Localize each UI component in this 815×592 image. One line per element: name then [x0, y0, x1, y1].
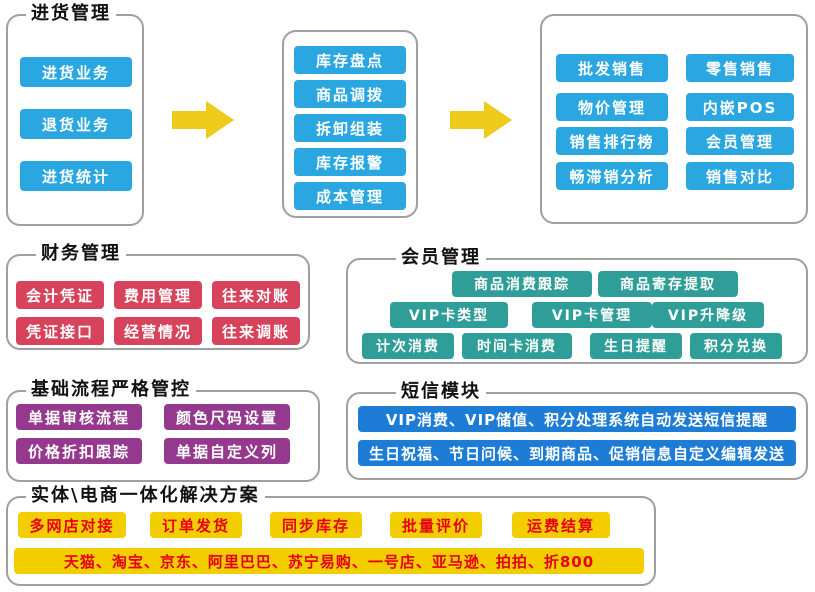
sales-right-1: 内嵌POS — [686, 93, 794, 121]
sales-left-1: 物价管理 — [556, 93, 668, 121]
ecommerce-item-2: 同步库存 — [270, 512, 362, 538]
sales-right-3: 销售对比 — [686, 162, 794, 190]
process-item-3: 单据自定义列 — [164, 438, 290, 464]
ecommerce-item-4: 运费结算 — [512, 512, 610, 538]
ecommerce-item-1: 订单发货 — [150, 512, 242, 538]
process-item-2: 价格折扣跟踪 — [16, 438, 142, 464]
sales-left-3: 畅滞销分析 — [556, 162, 668, 190]
purchase-item-2: 进货统计 — [20, 161, 132, 191]
sales-right-2: 会员管理 — [686, 127, 794, 155]
member-row3-0: 计次消费 — [362, 333, 454, 359]
sms-line-1: 生日祝福、节日问候、到期商品、促销信息自定义编辑发送 — [358, 440, 796, 466]
member-title: 会员管理 — [396, 247, 486, 268]
process-item-0: 单据审核流程 — [16, 404, 142, 430]
inventory-item-0: 库存盘点 — [294, 46, 406, 74]
inventory-item-2: 拆卸组装 — [294, 114, 406, 142]
member-row3-2: 生日提醒 — [590, 333, 682, 359]
finance-item-1: 费用管理 — [114, 281, 202, 309]
member-row2-1: VIP卡管理 — [532, 302, 652, 328]
finance-title: 财务管理 — [36, 243, 126, 264]
sales-left-2: 销售排行榜 — [556, 127, 668, 155]
arrow-right-icon — [172, 101, 234, 139]
purchase-item-1: 退货业务 — [20, 109, 132, 139]
member-row3-3: 积分兑换 — [690, 333, 782, 359]
ecommerce-item-3: 批量评价 — [390, 512, 482, 538]
inventory-item-1: 商品调拨 — [294, 80, 406, 108]
ecommerce-platforms: 天猫、淘宝、京东、阿里巴巴、苏宁易购、一号店、亚马逊、拍拍、折800 — [14, 548, 644, 574]
finance-item-2: 往来对账 — [212, 281, 300, 309]
member-row3-1: 时间卡消费 — [462, 333, 572, 359]
finance-item-3: 凭证接口 — [16, 317, 104, 345]
sales-left-0: 批发销售 — [556, 54, 668, 82]
purchase-title: 进货管理 — [26, 3, 116, 24]
purchase-item-0: 进货业务 — [20, 57, 132, 87]
arrow-right-icon — [450, 101, 512, 139]
sales-right-0: 零售销售 — [686, 54, 794, 82]
member-row1-1: 商品寄存提取 — [598, 271, 738, 297]
ecommerce-title: 实体\电商一体化解决方案 — [26, 485, 265, 506]
member-row2-0: VIP卡类型 — [390, 302, 508, 328]
member-row1-0: 商品消费跟踪 — [452, 271, 592, 297]
ecommerce-item-0: 多网店对接 — [18, 512, 126, 538]
sms-title: 短信模块 — [396, 381, 486, 402]
finance-item-4: 经营情况 — [114, 317, 202, 345]
inventory-item-3: 库存报警 — [294, 148, 406, 176]
finance-item-0: 会计凭证 — [16, 281, 104, 309]
process-item-1: 颜色尺码设置 — [164, 404, 290, 430]
member-row2-2: VIP升降级 — [652, 302, 764, 328]
process-title: 基础流程严格管控 — [26, 379, 196, 400]
inventory-item-4: 成本管理 — [294, 182, 406, 210]
finance-item-5: 往来调账 — [212, 317, 300, 345]
sms-line-0: VIP消费、VIP储值、积分处理系统自动发送短信提醒 — [358, 406, 796, 432]
